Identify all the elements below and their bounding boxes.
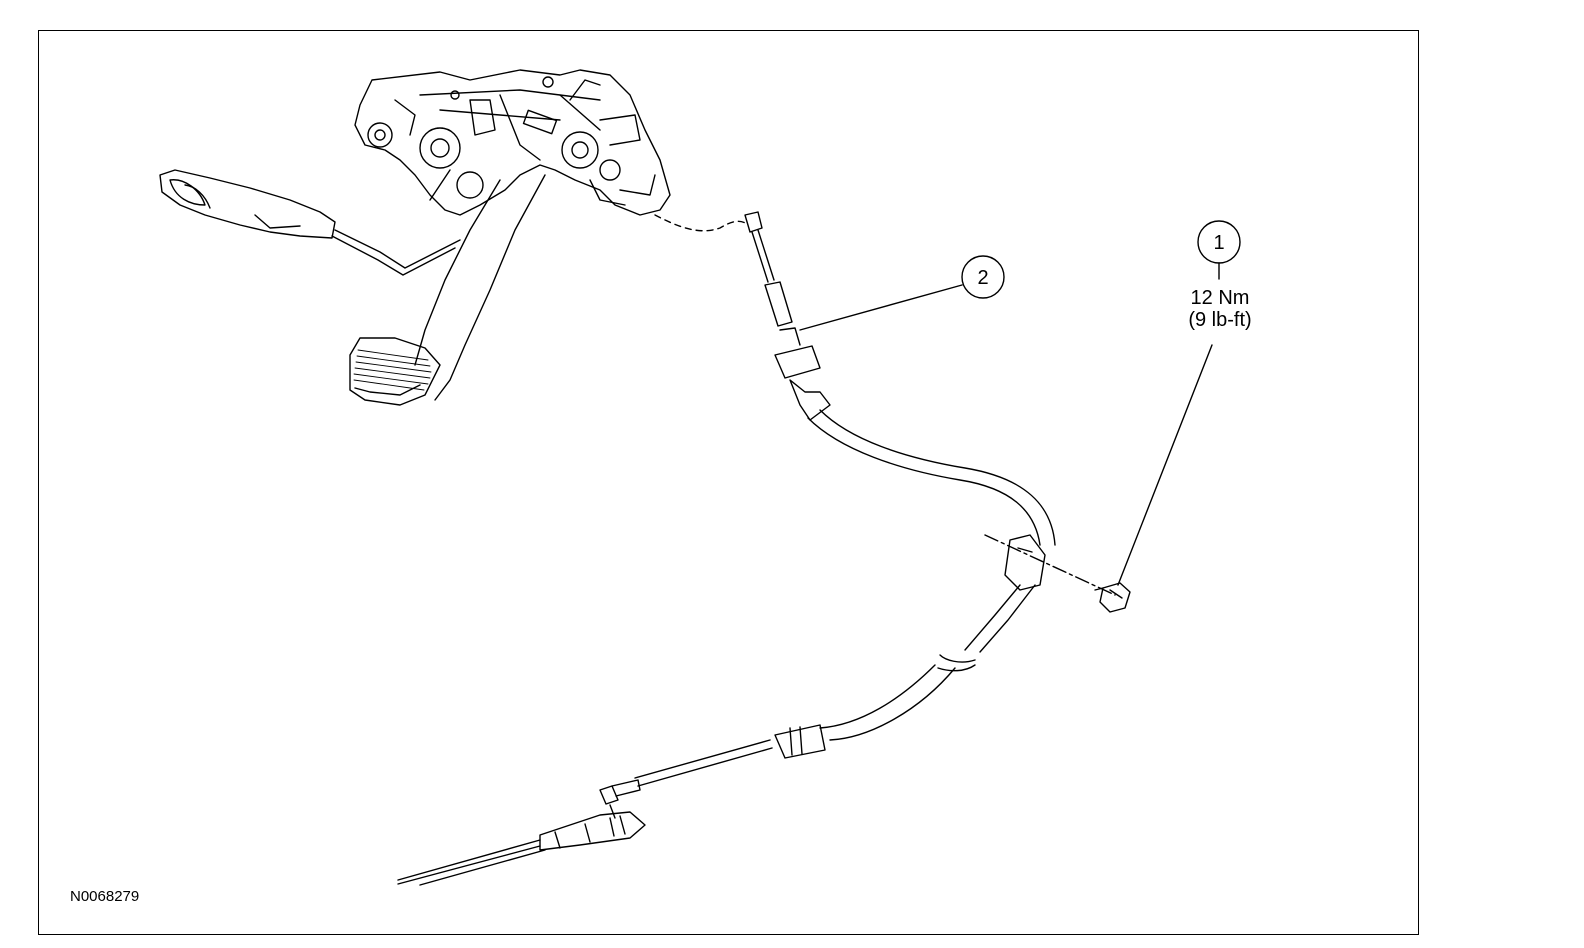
cable-bracket bbox=[984, 534, 1116, 596]
callout-1-graphic bbox=[1117, 220, 1241, 586]
rear-cable bbox=[397, 584, 1036, 886]
bolt bbox=[1094, 582, 1131, 613]
callout-1-number: 1 bbox=[1213, 232, 1224, 254]
callout-2-number: 2 bbox=[977, 267, 988, 289]
torque-nm: 12 Nm bbox=[1190, 287, 1250, 309]
pedal-bracket-assembly bbox=[354, 69, 671, 216]
torque-spec: 12 Nm (9 lb-ft) bbox=[1160, 287, 1280, 331]
front-cable bbox=[654, 211, 1056, 546]
diagram-frame bbox=[38, 30, 1419, 935]
torque-lbft: (9 lb-ft) bbox=[1188, 309, 1252, 331]
callout-2-graphic bbox=[799, 255, 1005, 331]
brake-pedal bbox=[349, 174, 546, 406]
release-lever bbox=[159, 169, 461, 276]
figure-code: N0068279 bbox=[70, 888, 140, 905]
